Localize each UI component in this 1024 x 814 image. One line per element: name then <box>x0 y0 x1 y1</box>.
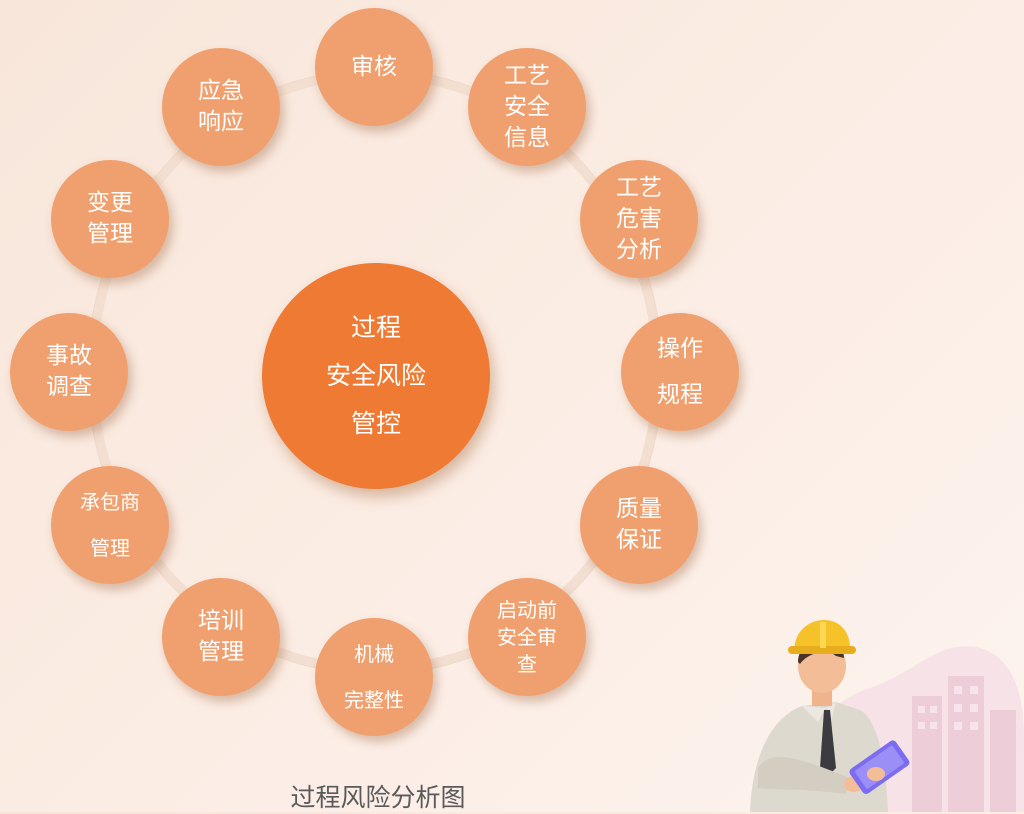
node-label: 审核 <box>351 53 397 80</box>
node-label: 培训 管理 <box>198 608 244 665</box>
node-incident-investigation[interactable]: 事故 调查 <box>10 313 128 431</box>
node-quality-assurance[interactable]: 质量 保证 <box>580 466 698 584</box>
node-process-hazard-analysis[interactable]: 工艺 危害 分析 <box>580 160 698 278</box>
diagram-caption: 过程风险分析图 <box>290 783 466 812</box>
node-training-management[interactable]: 培训 管理 <box>162 578 280 696</box>
node-label: 事故 调查 <box>46 343 92 400</box>
node-label: 变更 管理 <box>87 190 133 247</box>
node-change-management[interactable]: 变更 管理 <box>51 160 169 278</box>
center-node: 过程 安全风险 管控 <box>262 263 490 489</box>
node-operating-procedures[interactable]: 操作 规程 <box>621 313 739 431</box>
node-label: 承包商 管理 <box>80 490 140 560</box>
construction-worker-icon <box>750 620 1024 812</box>
node-label: 启动前 安全审 查 <box>497 597 557 676</box>
node-label: 工艺 危害 分析 <box>616 174 662 263</box>
node-process-safety-info[interactable]: 工艺 安全 信息 <box>468 48 586 166</box>
node-label: 应急 响应 <box>198 78 244 135</box>
node-label: 操作 规程 <box>657 336 703 408</box>
node-label: 质量 保证 <box>616 496 662 553</box>
node-contractor-management[interactable]: 承包商 管理 <box>51 466 169 584</box>
node-audit[interactable]: 审核 <box>315 8 433 126</box>
node-label: 机械 完整性 <box>344 642 404 712</box>
node-emergency-response[interactable]: 应急 响应 <box>162 48 280 166</box>
center-label: 过程 安全风险 管控 <box>325 313 426 438</box>
node-label: 工艺 安全 信息 <box>504 62 550 151</box>
node-pre-startup-safety-review[interactable]: 启动前 安全审 查 <box>468 578 586 696</box>
node-mechanical-integrity[interactable]: 机械 完整性 <box>315 618 433 736</box>
